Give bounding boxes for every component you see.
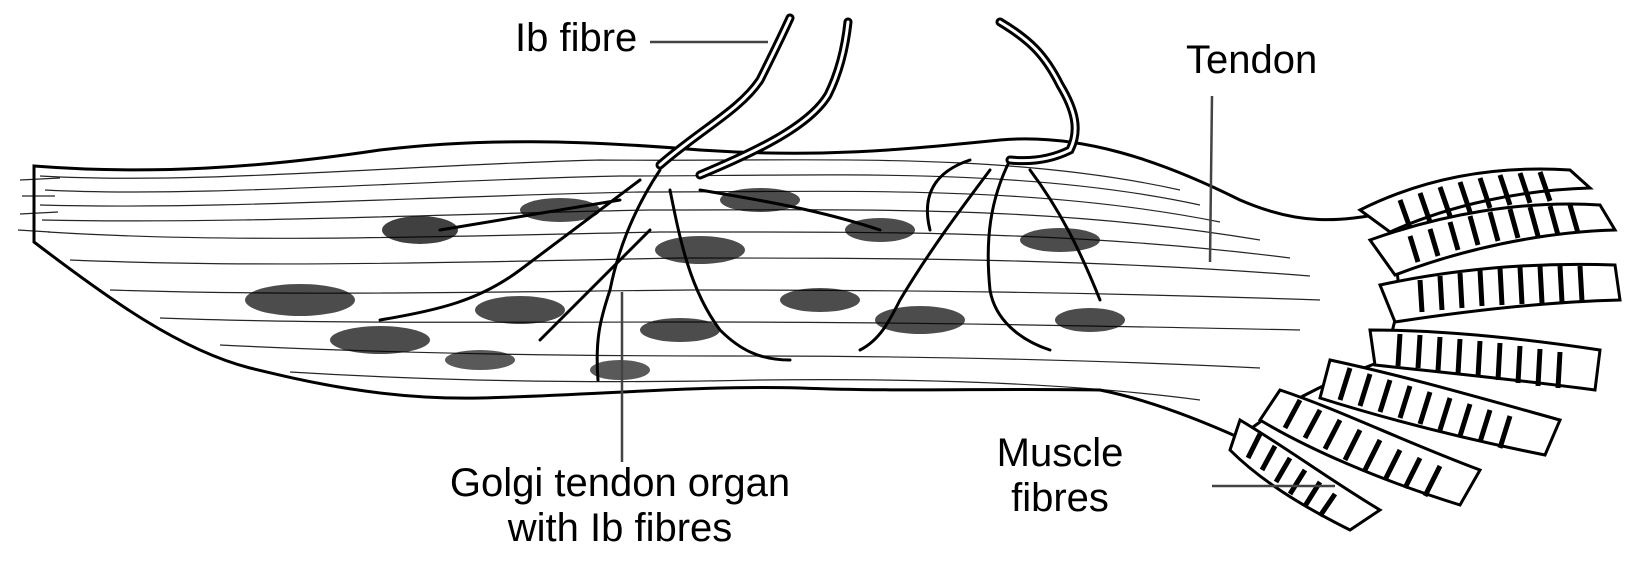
muscle-fibres-label: Muscle fibres (960, 431, 1160, 521)
golgi-label-line2: with Ib fibres (420, 506, 820, 551)
tendon-label: Tendon (1186, 38, 1317, 83)
tendon-body (34, 139, 1400, 438)
golgi-label-line1: Golgi tendon organ (420, 461, 820, 506)
muscle-label-line2: fibres (960, 476, 1160, 521)
golgi-tendon-organ-label: Golgi tendon organ with Ib fibres (420, 461, 820, 551)
ib-fibre-label: Ib fibre (515, 16, 637, 61)
muscle-label-line1: Muscle (960, 431, 1160, 476)
